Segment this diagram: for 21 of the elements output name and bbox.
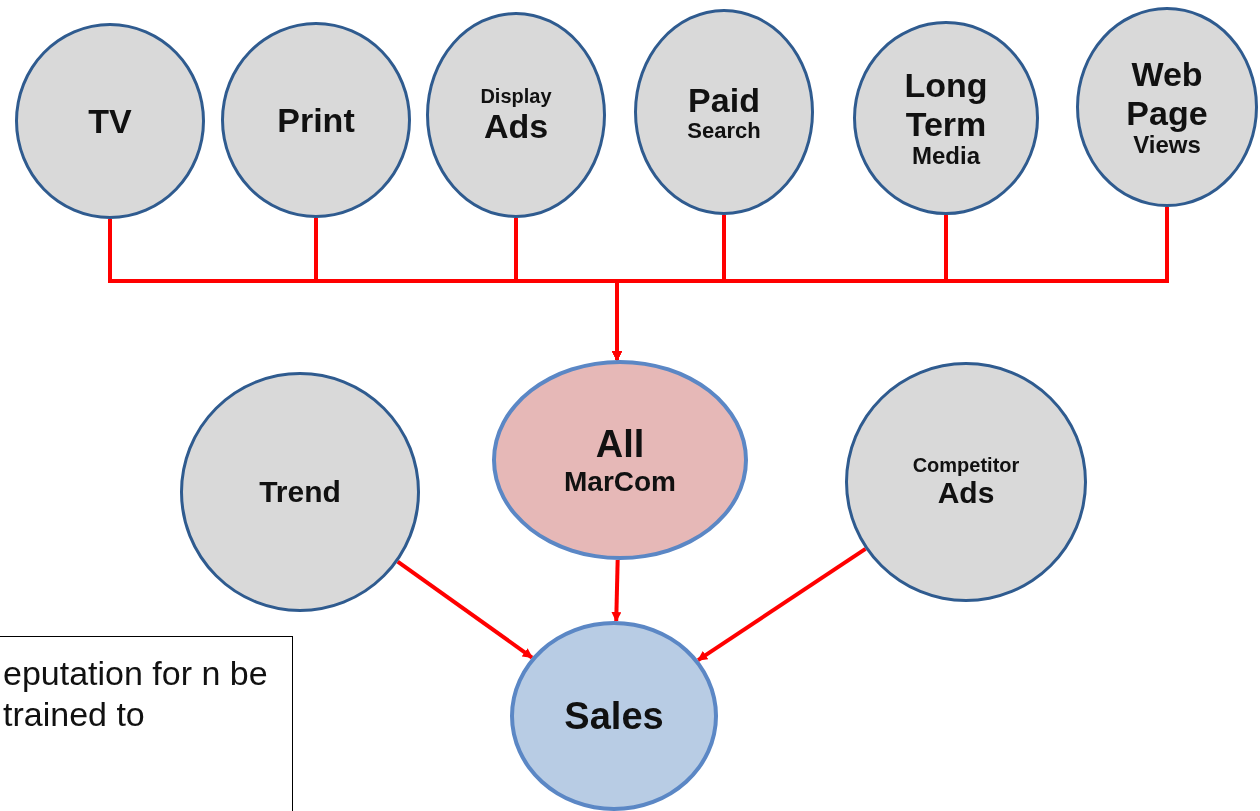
node-label: Media [912, 142, 980, 170]
node-label: Ads [937, 476, 995, 510]
node-label: Ads [483, 107, 549, 146]
text-box [0, 636, 293, 811]
node-label: Web Page [1125, 55, 1209, 132]
node-label: Print [277, 100, 355, 140]
arrow [611, 559, 622, 622]
node-label: Display [480, 84, 552, 108]
node-label: MarCom [564, 465, 676, 497]
node-label: Long Term [903, 66, 989, 143]
node-label: Trend [259, 475, 341, 509]
node-label: Sales [564, 694, 664, 738]
node-label: Competitor [912, 454, 1020, 477]
arrow [396, 560, 534, 660]
node-label: Views [1133, 131, 1201, 159]
node-label: Paid [688, 80, 760, 119]
node-label: TV [88, 101, 132, 141]
node-label: Search [687, 118, 761, 144]
node-label: All [595, 423, 645, 466]
note-text: eputation for n be trained to [3, 653, 269, 735]
arrow [697, 547, 867, 662]
